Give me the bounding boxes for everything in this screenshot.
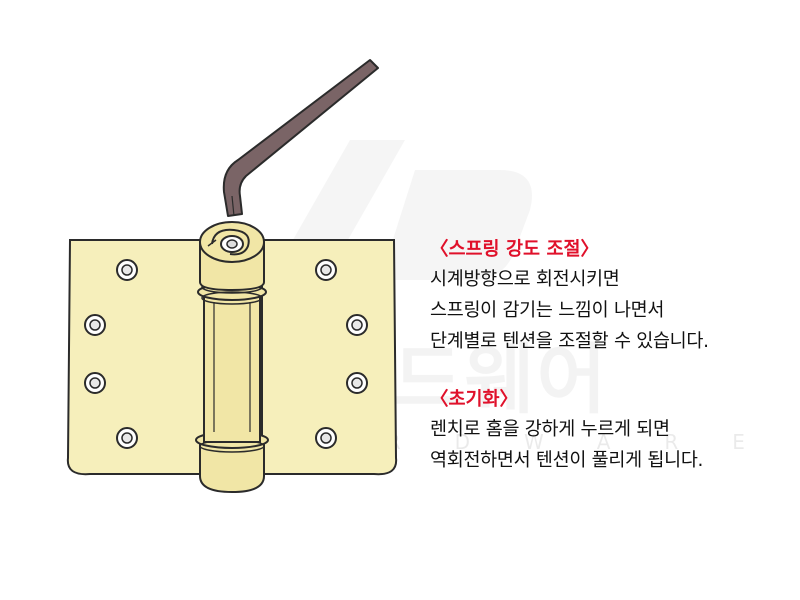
spring-adjust-title: 〈스프링 강도 조절〉 (430, 239, 600, 260)
reset-title: 〈초기화〉 (430, 389, 519, 410)
hinge-right-leaf (261, 239, 398, 476)
spring-adjust-line-2: 스프링이 감기는 느낌이 나면서 (430, 300, 665, 321)
reset-line-1: 렌치로 홈을 강하게 누르게 되면 (430, 419, 670, 440)
spring-adjust-section: 〈스프링 강도 조절〉 시계방향으로 회전시키면 스프링이 감기는 느낌이 나면… (430, 236, 709, 357)
hinge-left-leaf (66, 239, 207, 476)
screw-hole (84, 314, 106, 336)
tension-adjuster-icon (207, 228, 250, 256)
screw-holes-left (84, 259, 138, 449)
screw-hole (84, 372, 106, 394)
screw-hole (315, 427, 337, 449)
spring-adjust-line-3: 단계별로 텐션을 조절할 수 있습니다. (430, 331, 709, 352)
screw-hole (315, 259, 337, 281)
spring-adjust-line-1: 시계방향으로 회전시키면 (430, 269, 620, 290)
screw-holes-right (315, 259, 368, 449)
reset-line-2: 역회전하면서 텐션이 풀리게 됩니다. (430, 450, 704, 471)
hinge-barrel (195, 221, 269, 494)
hex-wrench-icon (222, 59, 379, 217)
screw-hole (116, 427, 138, 449)
screw-hole (116, 259, 138, 281)
screw-hole (346, 314, 368, 336)
reset-section: 〈초기화〉 렌치로 홈을 강하게 누르게 되면 역회전하면서 텐션이 풀리게 됩… (430, 386, 703, 476)
screw-hole (346, 372, 368, 394)
